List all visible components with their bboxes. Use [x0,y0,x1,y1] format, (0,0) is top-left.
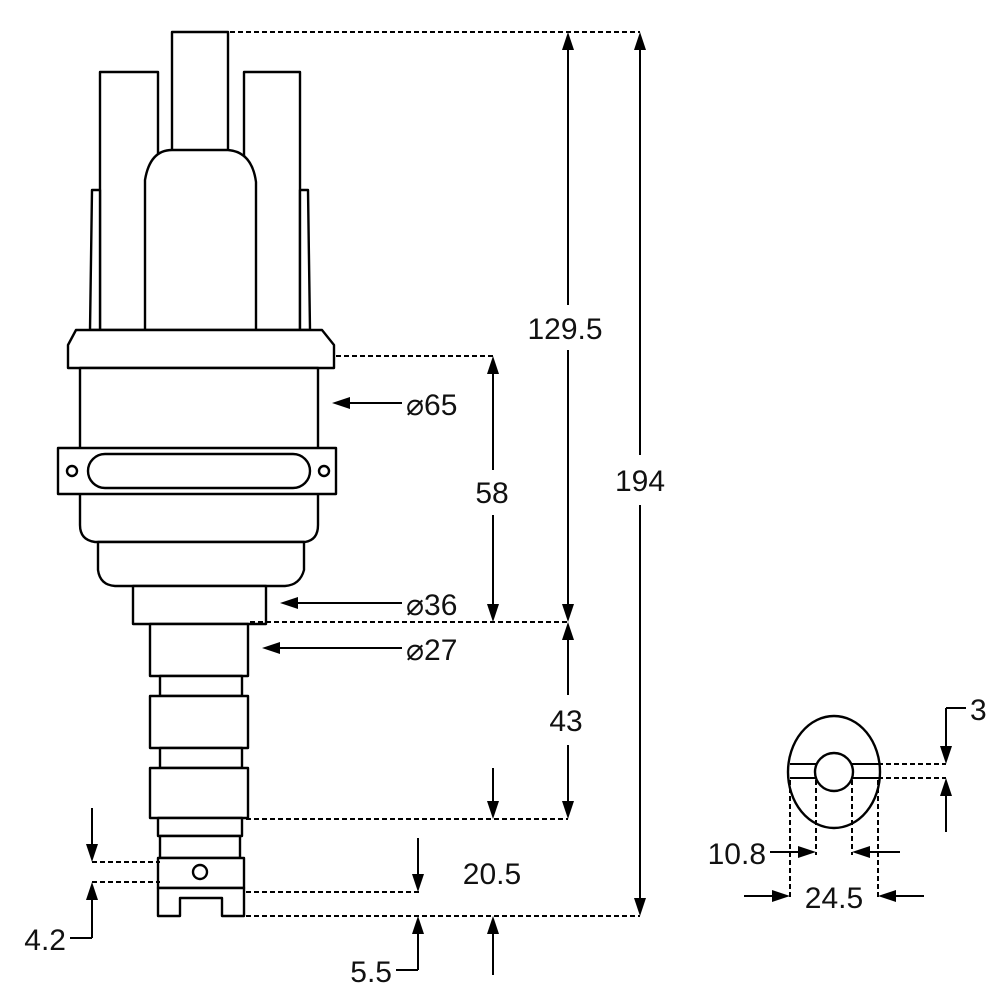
shaft-ring-2 [158,746,244,770]
dim-label-d27: ⌀27 [406,634,457,667]
collar [131,584,268,626]
cap-dome [143,148,258,332]
dim-label-20-5: 20.5 [463,858,521,891]
dim-label-d36: ⌀36 [406,589,457,622]
shaft-seal [156,816,244,838]
drive-neck [158,834,242,860]
drive-tang [156,886,246,918]
cap-skirt-left [88,188,102,332]
dim-label-4-2: 4.2 [24,924,66,957]
dimension-4-2: 4.2 [24,808,98,957]
dim-label-194: 194 [615,465,665,498]
dim-label-10-8: 10.8 [708,838,766,871]
dim-label-d65: ⌀65 [406,389,457,422]
clamp-hole-left [65,464,79,478]
shaft-section-3 [148,766,250,820]
shaft-upper [148,622,250,678]
clamp-hole-right [317,464,331,478]
drive-pin [191,863,209,881]
callout-diameter-27: ⌀27 [262,634,457,667]
dim-label-129-5: 129.5 [527,313,602,346]
end-view [786,714,946,898]
distributor-outline [56,30,338,918]
dim-label-5-5: 5.5 [350,956,392,989]
shaft-ring-1 [158,674,244,698]
cap-band [66,328,336,370]
callout-diameter-65: ⌀65 [332,389,457,422]
cap-skirt-right [298,188,312,332]
dimension-194: 194 [615,32,665,916]
clamp-slot [86,452,312,490]
dimension-slot-3: 3 [940,694,987,832]
dimension-58: 58 [475,356,509,622]
dim-label-43: 43 [549,705,582,738]
dimension-5-5: 5.5 [350,838,424,989]
lower-housing [96,540,306,588]
end-view-bore [813,751,855,793]
callout-diameter-36: ⌀36 [280,589,457,622]
dim-label-24-5: 24.5 [805,882,863,915]
dim-label-58: 58 [475,477,508,510]
cap-tower-center [170,30,230,162]
extension-lines [92,31,640,917]
dim-label-3: 3 [970,694,987,727]
dimension-24-5: 24.5 [744,882,924,915]
dimension-129-5: 129.5 [527,32,603,622]
dimension-10-8: 10.8 [708,838,900,871]
dimension-43: 43 [549,622,583,819]
shaft-section-2 [148,694,250,750]
dimension-20-5: 20.5 [463,768,521,975]
